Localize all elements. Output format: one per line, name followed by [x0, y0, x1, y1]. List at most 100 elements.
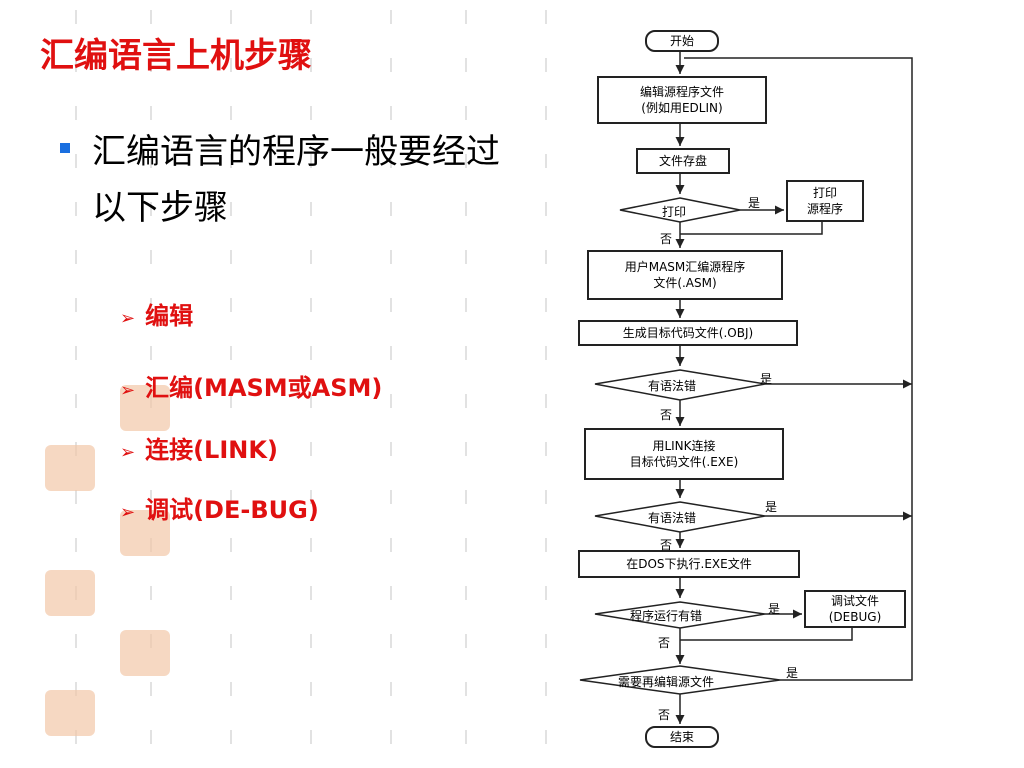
background-dash: [150, 730, 152, 744]
background-dash: [310, 682, 312, 696]
background-dash: [75, 250, 77, 264]
background-dash: [465, 634, 467, 648]
background-dash: [545, 202, 547, 216]
page-title: 汇编语言上机步骤: [40, 36, 312, 76]
background-dash: [390, 586, 392, 600]
background-dash: [75, 490, 77, 504]
background-dash: [230, 634, 232, 648]
background-dash: [390, 394, 392, 408]
seal-decoration: [120, 510, 170, 556]
print-node: 打印 源程序: [786, 180, 864, 222]
background-dash: [310, 730, 312, 744]
run-decision: 程序运行有错: [630, 609, 703, 623]
background-dash: [150, 10, 152, 24]
item-debug: ➢调试(DE-BUG): [120, 496, 319, 524]
bullet-icon: [60, 143, 70, 153]
background-dash: [465, 490, 467, 504]
err1-decision: 有语法错: [648, 379, 697, 393]
item-assemble: ➢汇编(MASM或ASM): [120, 374, 383, 402]
background-dash: [545, 106, 547, 120]
background-dash: [230, 538, 232, 552]
background-dash: [465, 442, 467, 456]
background-dash: [310, 586, 312, 600]
background-dash: [230, 250, 232, 264]
seal-decoration: [45, 690, 95, 736]
background-dash: [75, 10, 77, 24]
background-dash: [545, 586, 547, 600]
background-dash: [310, 538, 312, 552]
background-dash: [465, 250, 467, 264]
seal-decoration: [45, 445, 95, 491]
start-node: 开始: [645, 30, 719, 52]
background-dash: [310, 442, 312, 456]
background-dash: [465, 346, 467, 360]
obj-node: 生成目标代码文件(.OBJ): [578, 320, 798, 346]
background-dash: [150, 298, 152, 312]
background-dash: [75, 202, 77, 216]
background-dash: [150, 682, 152, 696]
seal-decoration: [120, 630, 170, 676]
background-dash: [150, 202, 152, 216]
label-no: 否: [658, 636, 671, 650]
background-dash: [390, 250, 392, 264]
link-node: 用LINK连接 目标代码文件(.EXE): [584, 428, 784, 480]
background-dash: [230, 730, 232, 744]
err2-decision: 有语法错: [648, 511, 697, 525]
seal-decoration: [120, 385, 170, 431]
item-edit: ➢编辑: [120, 302, 194, 330]
end-node: 结束: [645, 726, 719, 748]
background-dash: [230, 490, 232, 504]
label-yes: 是: [760, 372, 773, 386]
background-dash: [75, 538, 77, 552]
background-dash: [465, 298, 467, 312]
background-dash: [545, 154, 547, 168]
label-yes: 是: [748, 196, 761, 210]
background-dash: [390, 682, 392, 696]
label-no: 否: [660, 232, 673, 246]
background-dash: [310, 106, 312, 120]
background-dash: [545, 682, 547, 696]
background-dash: [465, 58, 467, 72]
print-decision: 打印: [662, 205, 687, 219]
background-dash: [230, 10, 232, 24]
background-dash: [75, 298, 77, 312]
background-dash: [230, 346, 232, 360]
background-dash: [150, 346, 152, 360]
background-dash: [75, 634, 77, 648]
background-dash: [75, 730, 77, 744]
bullet-text: 汇编语言的程序一般要经过以下步骤: [92, 132, 500, 228]
background-dash: [230, 154, 232, 168]
masm-node: 用户MASM汇编源程序 文件(.ASM): [587, 250, 783, 300]
background-dash: [545, 730, 547, 744]
background-dash: [230, 442, 232, 456]
background-dash: [390, 442, 392, 456]
again-decision: 需要再编辑源文件: [618, 675, 715, 689]
background-dash: [390, 202, 392, 216]
background-dash: [390, 10, 392, 24]
background-dash: [545, 538, 547, 552]
background-dash: [230, 394, 232, 408]
background-dash: [390, 730, 392, 744]
label-no: 否: [660, 408, 673, 422]
background-dash: [545, 394, 547, 408]
background-dash: [150, 586, 152, 600]
background-dash: [390, 154, 392, 168]
background-dash: [75, 106, 77, 120]
background-dash: [150, 250, 152, 264]
background-dash: [545, 58, 547, 72]
background-dash: [310, 298, 312, 312]
label-no: 否: [660, 538, 673, 552]
background-dash: [465, 394, 467, 408]
background-dash: [230, 58, 232, 72]
background-dash: [310, 10, 312, 24]
background-dash: [545, 490, 547, 504]
background-dash: [230, 106, 232, 120]
background-dash: [310, 490, 312, 504]
background-dash: [390, 106, 392, 120]
background-dash: [545, 346, 547, 360]
background-dash: [390, 634, 392, 648]
background-dash: [545, 250, 547, 264]
background-dash: [75, 682, 77, 696]
background-dash: [390, 58, 392, 72]
